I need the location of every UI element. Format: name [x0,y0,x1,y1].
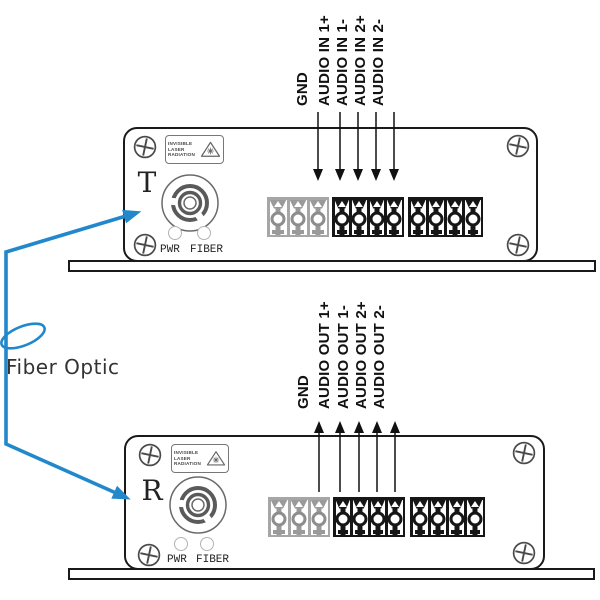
pin-label-audio-in-2p: AUDIO IN 2+ [352,15,369,106]
receiver-letter: R [141,474,163,507]
laser-warning-label: INVISIBLE LASER RADIATION [171,444,229,473]
laser-hazard-icon [200,141,221,157]
fiber-connector [161,174,219,232]
terminal-block-audio-in [332,197,404,237]
warning-line: RADIATION [174,461,201,467]
pin-label-audio-in-2n: AUDIO IN 2- [370,18,387,106]
screw-icon [133,233,157,257]
pin-label-gnd: GND [295,375,312,409]
terminal-pin [412,499,428,535]
pwr-led [168,226,182,240]
warning-line: RADIATION [168,152,195,158]
terminal-pin [270,499,288,535]
terminal-block-power [268,497,330,537]
terminal-pin [269,199,287,235]
screw-icon [137,543,161,567]
fiber-led-label: FIBER [196,554,230,566]
terminal-pin [465,199,481,235]
fiber-connector [169,476,227,534]
terminal-pin [335,499,350,535]
terminal-pin [353,499,368,535]
terminal-pin [334,199,349,235]
terminal-pin [369,199,384,235]
screw-icon [512,541,536,565]
terminal-block-audio-out [333,497,405,537]
terminal-pin [370,499,385,535]
screw-icon [506,134,530,158]
warning-line: INVISIBLE [168,140,193,146]
fiber-led-label: FIBER [190,244,224,256]
laser-warning-label: INVISIBLE LASER RADIATION [165,135,224,164]
terminal-pin [428,199,444,235]
warning-line: LASER [168,146,185,152]
screw-icon [138,443,162,467]
fiber-led [197,226,211,240]
pin-label-audio-in-1n: AUDIO IN 1- [334,18,351,106]
terminal-block-power [267,197,329,237]
terminal-pin-gnd [309,199,327,235]
pin-label-audio-out-1n: AUDIO OUT 1- [335,304,352,409]
pwr-led-label: PWR [160,244,180,256]
terminal-pin [289,199,307,235]
warning-line: LASER [174,455,191,461]
laser-hazard-icon [206,451,226,466]
terminal-pin [387,199,402,235]
terminal-pin [352,199,367,235]
pin-label-audio-in-1p: AUDIO IN 1+ [316,15,333,106]
terminal-pin [449,499,465,535]
terminal-pin [388,499,403,535]
terminal-block-aux [410,497,485,537]
screw-icon [506,233,530,257]
terminal-block-aux [408,197,483,237]
screw-icon [133,135,157,159]
pin-label-audio-out-1p: AUDIO OUT 1+ [316,301,333,409]
terminal-pin [447,199,463,235]
terminal-pin-gnd [310,499,328,535]
terminal-pin [410,199,426,235]
terminal-pin [467,499,483,535]
screw-icon [512,441,536,465]
transmitter-letter: T [137,166,157,199]
terminal-pin [290,499,308,535]
warning-line: INVISIBLE [174,449,199,455]
pwr-led [174,537,188,551]
pin-label-gnd: GND [294,72,311,106]
pin-label-audio-out-2p: AUDIO OUT 2+ [353,301,370,409]
fiber-led [200,537,214,551]
fiber-optic-caption: Fiber Optic [6,355,120,379]
fiber-cable-loop [0,322,46,350]
pwr-led-label: PWR [167,554,187,566]
pin-label-audio-out-2n: AUDIO OUT 2- [371,304,388,409]
terminal-pin [430,499,446,535]
